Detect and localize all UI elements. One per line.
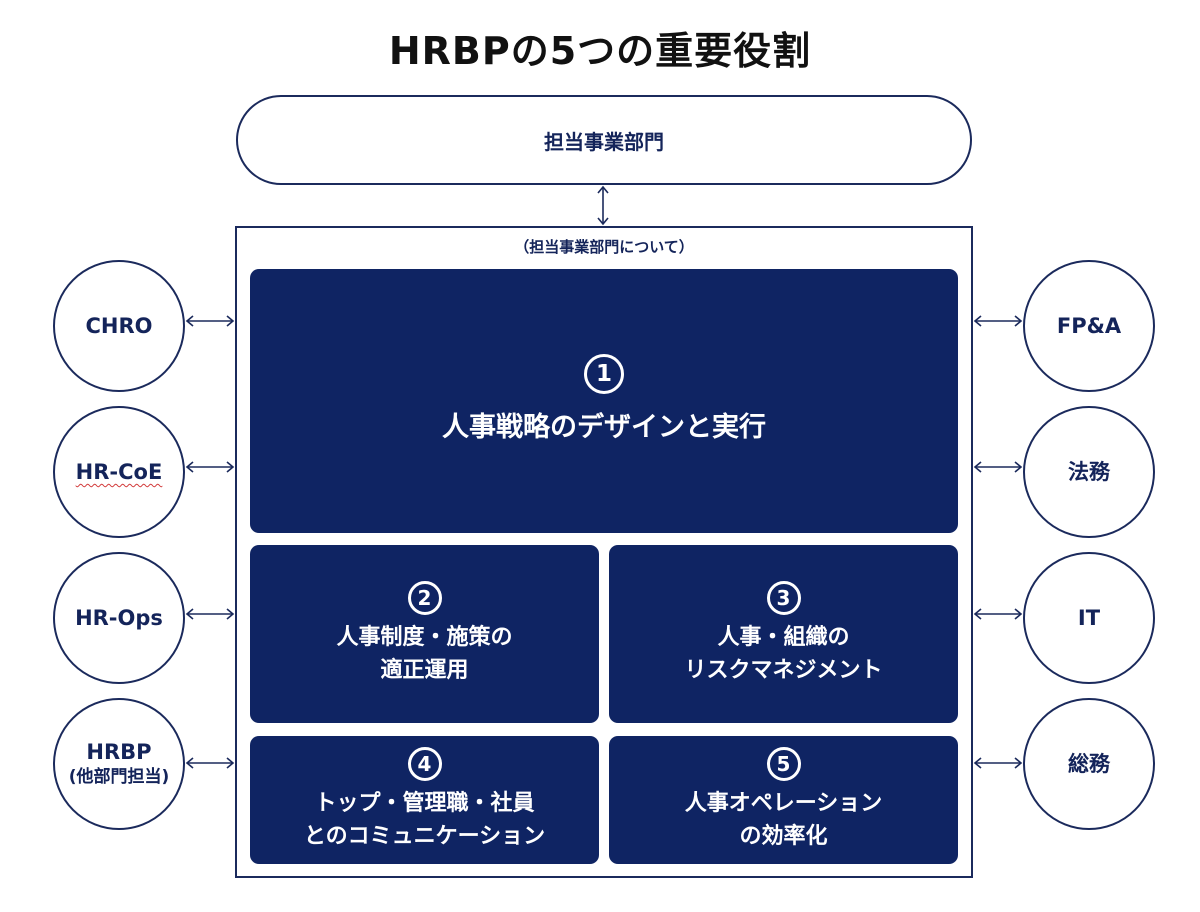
role-number-2: 2 (407, 581, 442, 615)
partner-circle-hr-coe: HR-CoE (53, 406, 185, 538)
frame-caption: （担当事業部門について） (514, 238, 694, 256)
role-box-4: 4 トップ・管理職・社員 とのコミュニケーション (250, 736, 599, 864)
role-3-line-2: リスクマネジメント (684, 658, 883, 683)
partner-label: FP&A (1056, 314, 1122, 338)
partner-label: HR-CoE (75, 460, 163, 484)
double-arrow-icon (973, 757, 1023, 769)
double-arrow-icon (185, 757, 235, 769)
double-arrow-icon (185, 461, 235, 473)
partner-circle-hrbp: HRBP (他部門担当) (53, 698, 185, 830)
role-2-line-1: 人事制度・施策の (336, 625, 513, 650)
role-number-5: 5 (766, 747, 801, 781)
partner-label: 総務 (1068, 752, 1110, 776)
role-3-line-1: 人事・組織の (717, 625, 850, 650)
partner-label: 法務 (1068, 460, 1110, 484)
double-arrow-icon (973, 315, 1023, 327)
page-title: HRBPの5つの重要役割 (388, 29, 812, 73)
double-arrow-icon (973, 608, 1023, 620)
double-arrow-icon (185, 608, 235, 620)
partner-circle-hr-ops: HR-Ops (53, 552, 185, 684)
partner-circle-general-affairs: 総務 (1023, 698, 1155, 830)
role-5-line-1: 人事オペレーション (684, 791, 883, 816)
role-number-4: 4 (407, 747, 442, 781)
business-unit-label: 担当事業部門 (544, 129, 664, 154)
role-box-2: 2 人事制度・施策の 適正運用 (250, 545, 599, 723)
role-2-line-2: 適正運用 (380, 658, 469, 683)
business-unit-box: 担当事業部門 (236, 95, 972, 185)
double-arrow-icon (973, 461, 1023, 473)
partner-circle-chro: CHRO (53, 260, 185, 392)
role-4-line-2: とのコミュニケーション (303, 824, 546, 849)
partner-circle-it: IT (1023, 552, 1155, 684)
role-5-line-2: の効率化 (739, 824, 828, 849)
double-arrow-icon (597, 185, 609, 226)
partner-sublabel: (他部門担当) (68, 767, 170, 787)
partner-label: HR-Ops (75, 606, 163, 630)
partner-label: IT (1077, 606, 1101, 630)
partner-label: CHRO (85, 314, 153, 338)
role-box-3: 3 人事・組織の リスクマネジメント (609, 545, 958, 723)
partner-circle-legal: 法務 (1023, 406, 1155, 538)
role-1-line-1: 人事戦略のデザインと実行 (442, 412, 766, 443)
role-number-1: 1 (584, 354, 624, 394)
partner-label: HRBP (86, 740, 152, 764)
partner-circle-fpa: FP&A (1023, 260, 1155, 392)
role-box-5: 5 人事オペレーション の効率化 (609, 736, 958, 864)
role-box-1: 1 人事戦略のデザインと実行 (250, 269, 958, 533)
double-arrow-icon (185, 315, 235, 327)
role-number-3: 3 (766, 581, 801, 615)
hrbp-roles-frame (235, 226, 973, 878)
role-4-line-1: トップ・管理職・社員 (314, 791, 535, 816)
